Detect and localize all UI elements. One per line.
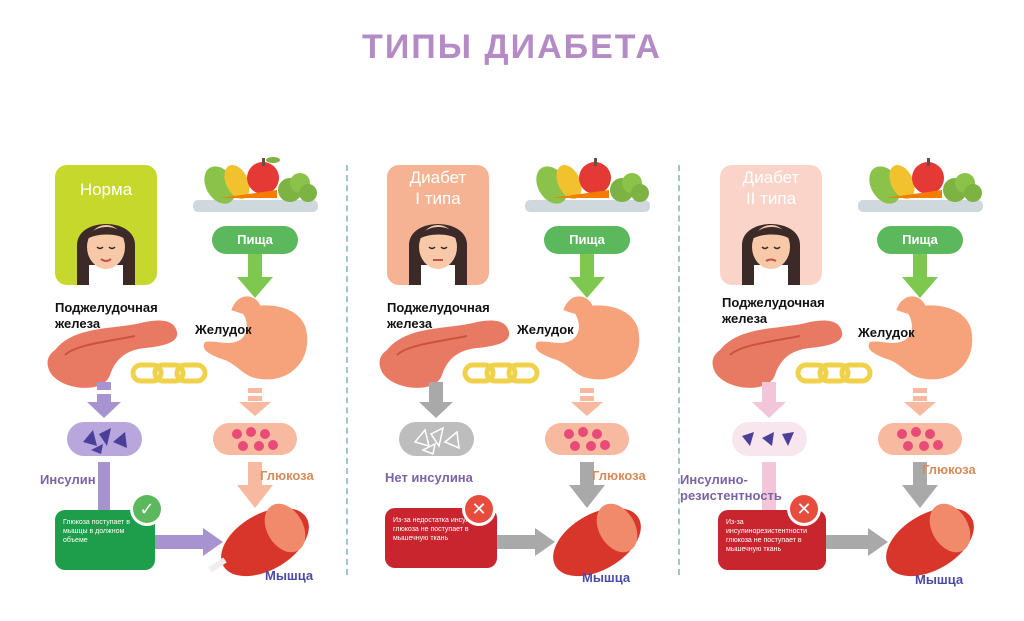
panel-normal-art	[47, 157, 318, 577]
pancreas-label: Поджелудочная железа	[55, 300, 158, 331]
pancreas-label: Поджелудочная железа	[722, 295, 825, 326]
stomach-label: Желудок	[858, 325, 915, 340]
badge-label: Диабет I типа	[409, 168, 467, 208]
stomach-icon	[203, 296, 308, 380]
glucose-label: Глюкоза	[922, 462, 976, 477]
glucose-label: Глюкоза	[260, 468, 314, 483]
muscle-icon	[886, 503, 974, 577]
cross-icon: ✕	[790, 495, 818, 523]
badge-label: Норма	[79, 180, 133, 199]
check-icon: ✓	[133, 495, 161, 523]
chain-icon	[462, 362, 540, 384]
glucose-label: Глюкоза	[592, 468, 646, 483]
divider-2	[678, 165, 680, 575]
stomach-icon	[535, 296, 640, 380]
insulin-icon	[67, 422, 142, 456]
badge-type1: Диабет I типа	[387, 165, 489, 285]
pancreas-icon	[712, 320, 843, 388]
woman-icon	[77, 224, 135, 285]
food-icon	[525, 158, 650, 212]
food-label: Пища	[212, 226, 298, 254]
chain-icon	[795, 362, 873, 384]
page-title: ТИПЫ ДИАБЕТА	[362, 28, 662, 66]
panel-type2: Диабет II типа Поджелудочная железа Желу…	[680, 150, 1010, 590]
pancreas-label: Поджелудочная железа	[387, 300, 490, 331]
insulin-icon	[732, 422, 807, 456]
stomach-label: Желудок	[517, 322, 574, 337]
woman-icon	[409, 224, 467, 285]
pancreas-icon	[379, 320, 510, 388]
panel-type1: Диабет I типа Поджелудочная железа Желуд…	[347, 150, 677, 590]
muscle-icon	[208, 503, 309, 577]
insulin-label: Инсулин	[40, 472, 96, 487]
badge-label: Диабет II типа	[742, 168, 800, 208]
muscle-label: Мышца	[915, 572, 964, 587]
pancreas-icon	[47, 320, 178, 388]
muscle-icon	[553, 503, 641, 577]
muscle-label: Мышца	[265, 568, 314, 583]
glucose-icon	[878, 423, 962, 455]
divider-1	[346, 165, 348, 575]
panel-normal: Норма Поджелудочная железа Желудок Пища …	[15, 150, 345, 590]
insulin-label: Инсулино- резистентность	[680, 472, 782, 503]
woman-icon	[742, 224, 800, 285]
stomach-label: Желудок	[195, 322, 252, 337]
food-icon	[193, 157, 318, 212]
panel-type2-art	[712, 158, 983, 577]
food-icon	[858, 158, 983, 212]
glucose-icon	[213, 423, 297, 455]
chain-icon	[130, 362, 208, 384]
badge-normal: Норма	[55, 165, 157, 285]
insulin-label: Нет инсулина	[385, 470, 473, 485]
panel-type1-art	[379, 158, 650, 577]
muscle-label: Мышца	[582, 570, 631, 585]
glucose-icon	[545, 423, 629, 455]
no-insulin-icon	[399, 422, 474, 456]
cross-icon: ✕	[465, 495, 493, 523]
food-label: Пища	[544, 226, 630, 254]
food-label: Пища	[877, 226, 963, 254]
badge-type2: Диабет II типа	[720, 165, 822, 285]
stomach-icon	[868, 296, 973, 380]
